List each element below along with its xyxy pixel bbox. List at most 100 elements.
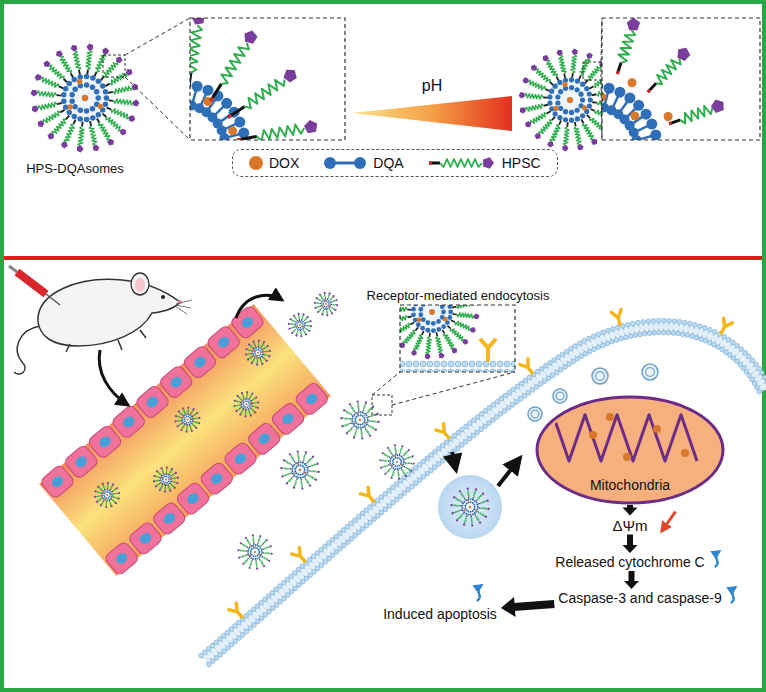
lipid-head: [233, 624, 238, 629]
linker: [113, 493, 114, 494]
nucleus: [233, 451, 249, 466]
dqa-head: [252, 352, 254, 354]
dqa-head: [302, 328, 304, 330]
hpsc-chain: [528, 80, 545, 90]
lipid-head: [657, 330, 662, 335]
legend-sample: [428, 155, 496, 171]
dqa-head: [167, 480, 169, 482]
lipid-head: [256, 619, 261, 624]
lipid-head: [567, 362, 572, 367]
linker: [57, 103, 62, 104]
hpsc-chain: [332, 300, 336, 302]
lipid-head: [402, 491, 407, 496]
dqa-head: [464, 505, 466, 507]
vesicle-core: [548, 78, 592, 122]
ligand-pentagon: [153, 474, 156, 477]
hpsc-chain: [404, 451, 409, 456]
vesicle-core: [295, 320, 305, 330]
linker-tip: [429, 162, 432, 165]
lipid-head: [206, 647, 211, 652]
ligand-pentagon: [317, 471, 320, 473]
dqa-head: [107, 497, 109, 499]
ligand-pentagon: [251, 392, 254, 395]
dqa-head: [296, 323, 298, 325]
hpsc-chain: [302, 315, 304, 319]
dox-dot: [183, 416, 186, 419]
ligand-pentagon: [485, 516, 487, 518]
lipid-head: [713, 330, 718, 335]
hpsc-chain: [167, 486, 171, 491]
dqa-head: [357, 423, 359, 425]
hpsc-chain: [78, 127, 84, 147]
dqa-head: [67, 81, 73, 87]
dox-dot: [302, 326, 304, 328]
lipid-head: [491, 402, 496, 407]
lipid-head: [641, 320, 646, 325]
ligand-pentagon: [336, 304, 338, 306]
lipid-head: [319, 547, 324, 552]
lipid-head: [583, 351, 588, 356]
lipid-head: [546, 376, 551, 381]
lipid-head: [300, 580, 305, 585]
dqa-head: [258, 549, 260, 551]
dqa-head: [399, 468, 401, 470]
ligand-pentagon: [266, 344, 269, 347]
lipid-head: [601, 330, 606, 335]
nanoparticle: [147, 461, 184, 498]
lipid-head: [511, 387, 516, 392]
dqa-head: [448, 310, 453, 315]
lipid-head: [296, 567, 301, 572]
dqa-head: [107, 491, 109, 493]
linker: [442, 330, 444, 334]
dqa-head: [399, 458, 401, 460]
dqa-head: [297, 328, 299, 330]
hpsc-chain: [247, 348, 252, 353]
dox-dot: [228, 126, 237, 135]
needle: [46, 294, 60, 305]
dqa-head: [327, 299, 329, 301]
lipid-head: [237, 636, 242, 641]
lipid-head: [270, 606, 275, 611]
ligand-pentagon: [35, 74, 42, 81]
hpsc-chain: [405, 467, 411, 471]
dqa-head: [476, 508, 478, 510]
lipid-head: [455, 361, 461, 367]
lipid-head: [368, 505, 373, 510]
hpsc-chain: [351, 405, 355, 411]
ligand-pentagon: [252, 534, 254, 536]
lipid-head: [364, 523, 369, 528]
linker: [364, 427, 366, 429]
hpsc-chain: [304, 317, 307, 320]
linker: [298, 460, 299, 462]
lipid-head: [471, 433, 476, 438]
hpsc-chain: [580, 58, 590, 75]
dqa-head: [167, 474, 169, 476]
hpsc-chain: [64, 124, 74, 142]
dqa-head: [580, 97, 585, 102]
dqa-head: [604, 83, 615, 94]
linker-tip: [211, 97, 213, 100]
dqa-head: [181, 419, 183, 421]
hpsc-chain: [547, 61, 558, 77]
dqa-head: [261, 551, 263, 553]
dox-dot: [305, 472, 307, 474]
dox-dot: [354, 422, 356, 424]
hpsc-chain: [450, 329, 463, 341]
dqa-head: [391, 466, 393, 468]
ligand-pentagon: [711, 100, 724, 113]
dqa-head: [305, 465, 307, 467]
mouse-tail: [14, 326, 40, 374]
zoom-content: [602, 18, 760, 140]
nanoparticle: [340, 400, 380, 439]
lipid-head: [349, 521, 354, 526]
lipid-head: [289, 589, 294, 594]
hpsc-chain: [104, 62, 118, 77]
lipid-head: [225, 630, 230, 635]
ligand-pentagon: [268, 349, 271, 352]
lipid-head: [406, 472, 411, 477]
lipid-head: [244, 614, 249, 619]
linker: [563, 74, 566, 79]
dqa-head: [355, 412, 357, 414]
nucleus: [304, 391, 320, 406]
dqa-head: [547, 94, 552, 99]
